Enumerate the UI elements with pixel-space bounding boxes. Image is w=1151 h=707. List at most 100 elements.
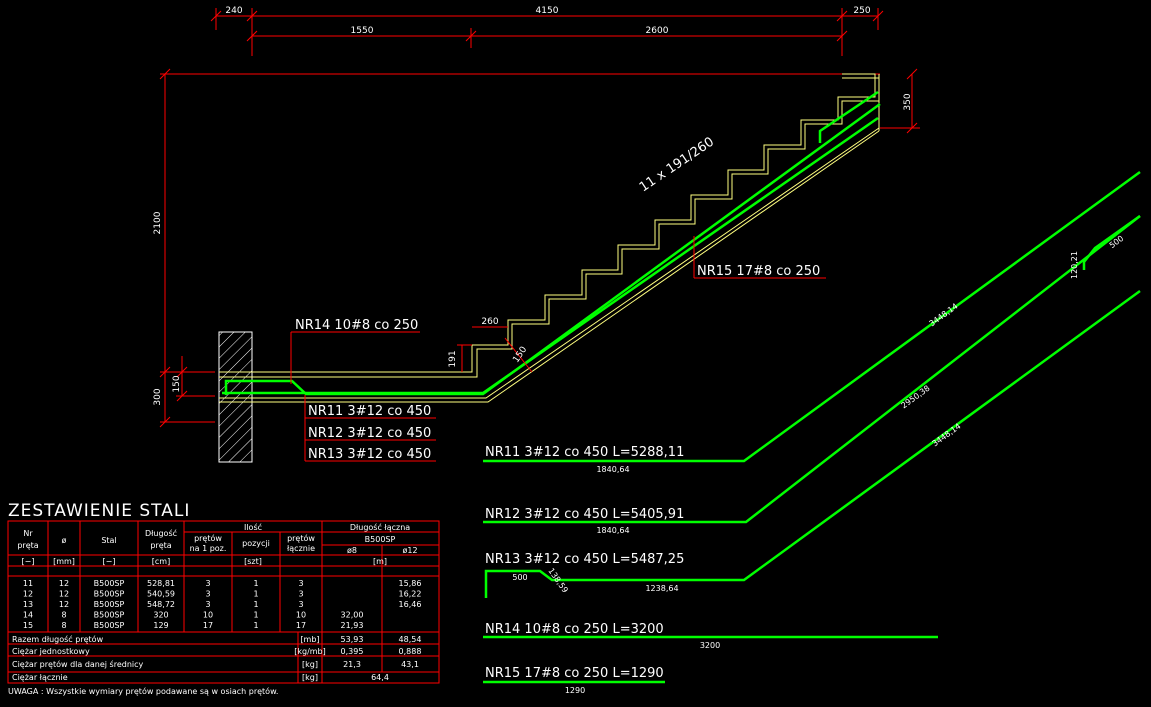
detail-nr12-label: NR12 3#12 co 450 L=5405,91 bbox=[485, 507, 684, 522]
sum-razem-v12: 48,54 bbox=[399, 635, 422, 644]
unit-nr: [−] bbox=[22, 557, 35, 566]
schedule-cell-positions: 1 bbox=[253, 611, 258, 620]
sum-total-unit: [kg] bbox=[302, 673, 318, 682]
schedule-cell-nr: 15 bbox=[23, 621, 33, 630]
schedule-cell-per-pos: 10 bbox=[203, 611, 213, 620]
hdr-pretow2: prętów bbox=[287, 533, 315, 543]
hdr-stal: Stal bbox=[101, 536, 116, 545]
callout-nr15: NR15 17#8 co 250 bbox=[697, 264, 820, 279]
dim-240: 240 bbox=[225, 6, 242, 16]
unit-szt: [szt] bbox=[244, 557, 262, 566]
hdr-fi8: ø8 bbox=[347, 546, 357, 555]
unit-stal: [−] bbox=[103, 557, 116, 566]
callout-leaders bbox=[290, 236, 826, 462]
detail-nr12-seg3: 120,21 bbox=[1070, 251, 1079, 279]
sum-srednica-label: Ciężar prętów dla danej średnicy bbox=[12, 659, 144, 669]
dim-250: 250 bbox=[853, 6, 870, 16]
callout-nr12: NR12 3#12 co 450 bbox=[308, 426, 431, 441]
sum-razem-v8: 53,93 bbox=[341, 635, 364, 644]
callout-nr11: NR11 3#12 co 450 bbox=[308, 404, 431, 419]
dim-300: 300 bbox=[153, 388, 163, 405]
hdr-pozycji: pozycji bbox=[242, 539, 270, 548]
unit-dl: [cm] bbox=[152, 557, 170, 566]
callout-nr14: NR14 10#8 co 250 bbox=[295, 318, 418, 333]
detail-nr13-seg4: 3448,14 bbox=[930, 422, 962, 449]
schedule-cell-len-fi8: 32,00 bbox=[341, 611, 364, 620]
sum-jedn-label: Ciężar jednostkowy bbox=[12, 647, 90, 656]
schedule-cell-nr: 14 bbox=[23, 611, 33, 620]
schedule-cell-length: 320 bbox=[153, 611, 168, 620]
schedule-cell-len-fi12: 15,86 bbox=[399, 579, 422, 588]
schedule-cell-fi: 12 bbox=[59, 600, 69, 609]
detail-nr15-label: NR15 17#8 co 250 L=1290 bbox=[485, 666, 664, 681]
schedule-cell-len-fi12: 16,22 bbox=[399, 590, 422, 599]
schedule-note: UWAGA : Wszystkie wymiary prętów podawan… bbox=[8, 686, 278, 696]
detail-nr13-seg1: 500 bbox=[512, 573, 527, 582]
hdr-ilosc: Ilość bbox=[244, 522, 262, 532]
schedule-cell-positions: 1 bbox=[253, 590, 258, 599]
schedule-cell-per-pos: 3 bbox=[205, 590, 210, 599]
top-dimension-lines bbox=[210, 8, 884, 56]
hdr-fi12: ø12 bbox=[402, 546, 417, 555]
sum-srednica-v12: 43,1 bbox=[401, 660, 419, 669]
dim-4150: 4150 bbox=[536, 6, 559, 16]
sum-jedn-unit: [kg/mb] bbox=[294, 647, 326, 656]
hdr-pretow1: prętów bbox=[194, 533, 222, 543]
detail-nr11-label: NR11 3#12 co 450 L=5288,11 bbox=[485, 445, 684, 460]
dim-1550: 1550 bbox=[351, 26, 374, 36]
schedule-cell-len-fi8: 21,93 bbox=[341, 621, 364, 630]
schedule-cell-per-pos: 17 bbox=[203, 621, 213, 630]
schedule-grid bbox=[7, 520, 440, 684]
detail-nr15-seg1: 1290 bbox=[565, 686, 585, 695]
detail-nr13-label: NR13 3#12 co 450 L=5487,25 bbox=[485, 552, 684, 567]
sum-total-value: 64,4 bbox=[371, 673, 389, 682]
schedule-cell-total-bars: 3 bbox=[298, 590, 303, 599]
hdr-dlugosc-laczna: Długość łączna bbox=[350, 522, 410, 532]
schedule-cell-fi: 12 bbox=[59, 590, 69, 599]
schedule-cell-total-bars: 17 bbox=[296, 621, 306, 630]
schedule-cell-stal: B500SP bbox=[94, 611, 125, 620]
hdr-nr: Nr bbox=[23, 529, 33, 538]
callout-nr13: NR13 3#12 co 450 bbox=[308, 447, 431, 462]
detail-nr12-seg2: 2950,38 bbox=[899, 384, 931, 411]
left-dimension-lines bbox=[159, 68, 880, 428]
dim-150: 150 bbox=[172, 375, 182, 392]
schedule-cell-stal: B500SP bbox=[94, 621, 125, 630]
detail-nr14-seg1: 3200 bbox=[700, 641, 720, 650]
detail-nr13-seg3: 1238,64 bbox=[645, 584, 678, 593]
rebar-lines bbox=[222, 90, 881, 396]
unit-fi: [mm] bbox=[53, 557, 75, 566]
schedule-cell-fi: 8 bbox=[61, 611, 66, 620]
hdr-pretow1b: na 1 poz. bbox=[190, 544, 227, 553]
dim-191: 191 bbox=[448, 350, 458, 367]
support-wall bbox=[218, 331, 253, 463]
schedule-cell-nr: 11 bbox=[23, 579, 33, 588]
schedule-cell-length: 129 bbox=[153, 621, 168, 630]
schedule-cell-nr: 12 bbox=[23, 590, 33, 599]
sum-razem-label: Razem długość prętów bbox=[12, 634, 104, 644]
sum-razem-unit: [mb] bbox=[300, 635, 319, 644]
dim-2100: 2100 bbox=[153, 211, 163, 234]
detail-nr11-seg2: 3448,14 bbox=[927, 302, 959, 329]
right-dimension-lines bbox=[880, 68, 920, 134]
schedule-cell-per-pos: 3 bbox=[205, 579, 210, 588]
schedule-cell-length: 540,59 bbox=[147, 590, 175, 599]
dim-260: 260 bbox=[481, 317, 498, 327]
dim-2600: 2600 bbox=[646, 26, 669, 36]
schedule-cell-positions: 1 bbox=[253, 579, 258, 588]
hdr-b500: B500SP bbox=[365, 535, 396, 544]
bar-detail-shapes bbox=[483, 170, 1141, 684]
schedule-cell-total-bars: 3 bbox=[298, 600, 303, 609]
hdr-dl2: pręta bbox=[150, 541, 171, 550]
schedule-cell-stal: B500SP bbox=[94, 590, 125, 599]
schedule-cell-fi: 12 bbox=[59, 579, 69, 588]
stair-label: 11 x 191/260 bbox=[637, 135, 717, 196]
sum-srednica-unit: [kg] bbox=[302, 660, 318, 669]
detail-nr11-seg1: 1840,64 bbox=[596, 465, 629, 474]
hdr-fi: ø bbox=[62, 536, 67, 545]
schedule-cell-len-fi12: 16,46 bbox=[399, 600, 422, 609]
hdr-dl: Długość bbox=[145, 528, 177, 538]
stair-outline bbox=[219, 73, 880, 403]
dim-350: 350 bbox=[903, 93, 913, 110]
